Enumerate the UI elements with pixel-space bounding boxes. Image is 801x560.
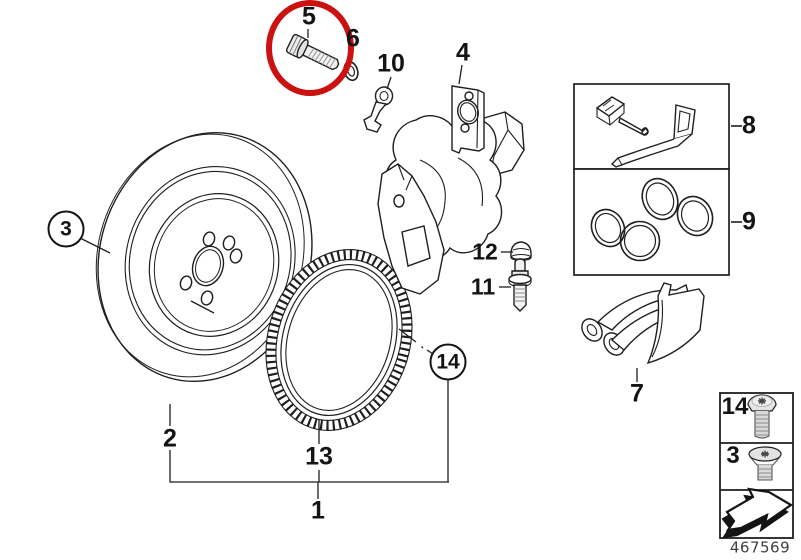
callout-3-circled[interactable]: 3 xyxy=(47,210,85,248)
callout-14-circled[interactable]: 14 xyxy=(429,343,467,381)
caliper-bolt-drawing xyxy=(285,33,340,71)
bleeder-cap-drawing xyxy=(510,241,532,261)
pan-head-screw-icon xyxy=(747,394,777,439)
repair-kit-box xyxy=(573,83,742,170)
legend-row-14-label[interactable]: 14 xyxy=(721,393,749,420)
legend-row-3-label[interactable]: 3 xyxy=(726,442,740,469)
callout-11[interactable]: 11 xyxy=(470,273,496,300)
bleeder-screw-drawing xyxy=(508,258,532,312)
callout-9[interactable]: 9 xyxy=(742,207,756,236)
callout-2[interactable]: 2 xyxy=(163,424,177,453)
brake-pads-drawing xyxy=(581,282,705,365)
callout-1[interactable]: 1 xyxy=(311,496,325,525)
callout-10[interactable]: 10 xyxy=(377,49,405,78)
drawing-number: 467569 xyxy=(729,538,791,557)
highlight-circle xyxy=(266,0,354,96)
brake-disc-drawing xyxy=(95,131,313,383)
retaining-clip-drawing xyxy=(363,86,394,133)
callout-13[interactable]: 13 xyxy=(305,442,333,471)
callout-4[interactable]: 4 xyxy=(456,38,470,67)
callout-8[interactable]: 8 xyxy=(742,111,756,140)
callout-5[interactable]: 5 xyxy=(302,2,316,31)
leader-lines xyxy=(79,29,638,499)
countersunk-screw-icon xyxy=(748,446,782,481)
accessory-kit-drawing xyxy=(595,96,696,168)
callout-6[interactable]: 6 xyxy=(346,24,360,53)
direction-arrow-icon xyxy=(721,487,794,539)
legend-table xyxy=(719,392,794,539)
brake-caliper-drawing xyxy=(377,85,525,295)
seal-kit-box xyxy=(573,168,742,276)
seal-rings-drawing xyxy=(590,177,714,262)
callout-12[interactable]: 12 xyxy=(472,238,498,265)
abs-sensor-ring-drawing xyxy=(265,249,413,431)
callout-7[interactable]: 7 xyxy=(630,379,644,408)
